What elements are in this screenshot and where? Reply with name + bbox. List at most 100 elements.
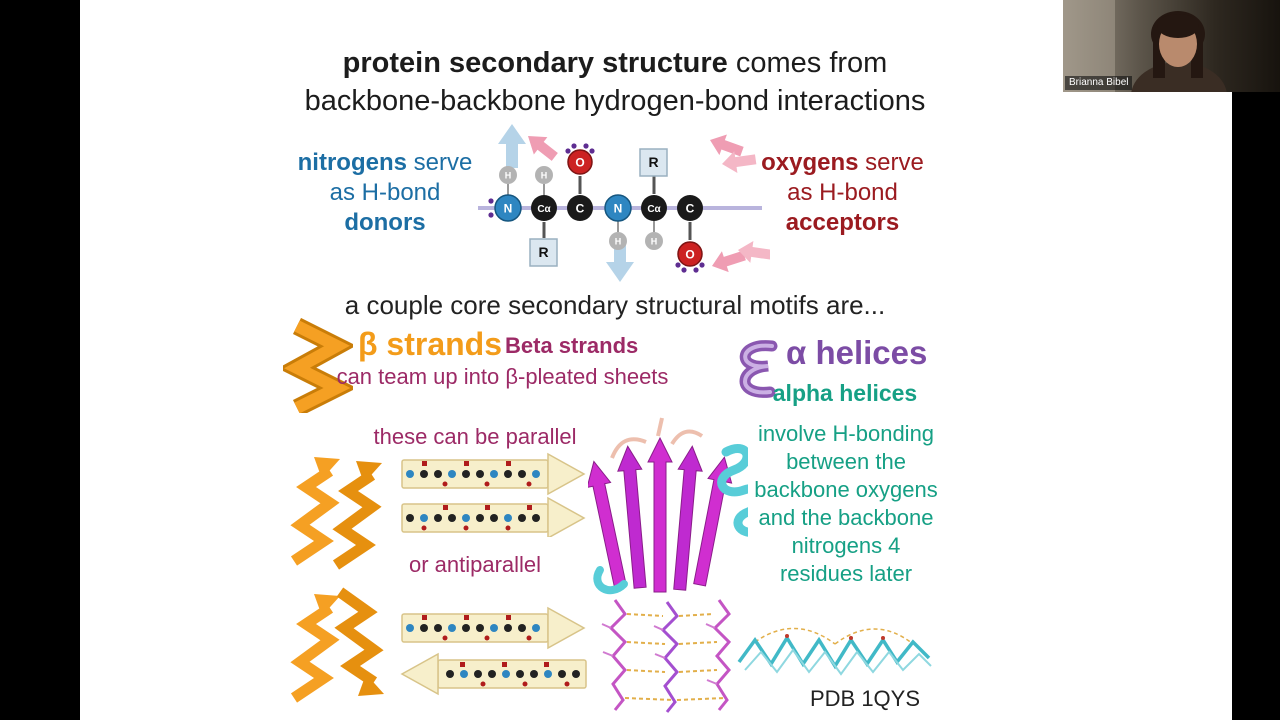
beta-ribbon [284,320,351,413]
loop-region [610,417,704,459]
title-rest: comes from [727,47,888,79]
sidechain-r-box: R [639,148,668,177]
acceptor-rest: serve [858,149,924,176]
helix-backbone-sticks [744,648,932,676]
oxygen-dots [785,634,885,640]
acceptor-line2: as H-bond [787,179,898,206]
strand-ribbon [334,587,384,687]
nitrogen-atom: N [604,194,632,222]
strand-atoms [406,505,540,531]
atom-label: N [614,202,623,216]
strand-ribbon [290,603,340,703]
hbond-dashes [754,627,914,645]
helix-sticks-image [737,627,932,676]
ribbon-structure-image [588,417,748,594]
webcam-person [1131,11,1227,92]
slide-title: protein secondary structure comes from b… [120,44,1110,120]
atom-label: O [685,248,694,262]
donor-line3: donors [344,209,426,236]
stick-strand [712,599,732,711]
strand-atoms [446,662,580,687]
webcam-tile[interactable]: Brianna Bibel [1063,0,1280,92]
atom-label: H [651,237,658,247]
antiparallel-sheet-cartoon [290,587,384,703]
helix-coil-highlight [743,343,774,395]
beta-sheet-arrows [588,436,733,593]
beta-title: β strands [358,326,503,362]
beta-sheet-sticks-image [601,599,732,713]
title-line2: backbone-backbone hydrogen-bond interact… [304,85,926,117]
antiparallel-label: or antiparallel [408,552,542,577]
hbond-arrow-icon [712,250,746,273]
strand-arrowhead [314,594,340,616]
oxygen-atom: O [567,149,593,175]
atom-label: Cα [537,204,551,215]
nitrogen-atom: N [494,194,522,222]
acceptor-word: oxygens [761,149,859,176]
strand-arrowhead [356,461,382,483]
hbond-dashes [624,613,726,701]
alpha-helix-icon [739,340,778,398]
strand-ribbon [290,466,340,566]
hydrogen-atom: H [499,166,517,184]
atom-label: H [615,237,622,247]
helix-ribbon [593,566,628,594]
helix-backbone-sticks [737,634,931,670]
strand-arrow-reversed [400,652,587,696]
strand-arrow [401,606,586,650]
oxygen-acceptor-caption: oxygens serve as H-bond acceptors [745,148,940,238]
parallel-sheet-cartoon [290,457,382,570]
pdb-label: PDB 1QYS [809,686,921,711]
nitrogen-donor-caption: nitrogens serve as H-bond donors [290,148,480,238]
alpha-carbon-atom: Cα [641,195,667,221]
title-emphasis: protein secondary structure [342,47,728,79]
atom-label: Cα [647,204,661,215]
hbond-arrow-icon [738,241,770,263]
strand-arrow [401,496,586,537]
donor-rest: serve [406,149,473,176]
motifs-heading: a couple core secondary structural motif… [344,290,886,320]
atom-label: R [648,154,658,170]
acceptor-line1: oxygens serve [745,148,940,178]
donor-line2: as H-bond [329,179,441,206]
hydrogen-atom: H [535,166,553,184]
lone-pair-dots [488,143,705,273]
atom-label: H [541,171,548,181]
beta-subtitle: Beta strands [505,333,639,358]
carbonyl-carbon-atom: C [677,195,703,221]
donor-line1: nitrogens serve [290,148,480,178]
beta-strand-icon [283,318,353,413]
alpha-title: α helices [786,334,928,371]
atom-label: C [576,202,585,216]
alpha-desc: involve H-bonding between the backbone o… [754,421,938,586]
alpha-subtitle: alpha helices [772,380,918,406]
hydrogen-atom: H [609,232,627,250]
strand-arrowhead [358,674,384,696]
up-arrow-icon [498,124,526,168]
participant-name-label: Brianna Bibel [1065,76,1133,90]
antiparallel-strand-arrows [400,606,587,696]
beta-desc: can team up into β-pleated sheets [336,364,669,389]
atom-label: H [505,171,512,181]
helix-ribbon [717,444,748,537]
peptide-backbone-diagram: H H H H N Cα C O [478,124,770,282]
slide-canvas: protein secondary structure comes from b… [80,0,1232,720]
hydrogen-atom: H [645,232,663,250]
atom-label: C [686,202,695,216]
oxygen-atom: O [677,241,703,267]
donor-word: nitrogens [297,149,407,176]
atom-label: N [504,202,513,216]
strand-atoms [406,615,540,641]
stick-branches [601,623,718,685]
atom-label: R [538,244,548,260]
carbonyl-carbon-atom: C [567,195,593,221]
hbond-arrow-icon [722,151,757,173]
hbond-arrow-icon [528,136,558,161]
parallel-label: these can be parallel [373,424,577,449]
sidechain-r-box: R [529,238,558,267]
strand-arrow [401,452,586,496]
strand-ribbon [332,470,382,570]
acceptor-line3: acceptors [785,209,900,236]
parallel-strand-arrows [401,452,586,537]
